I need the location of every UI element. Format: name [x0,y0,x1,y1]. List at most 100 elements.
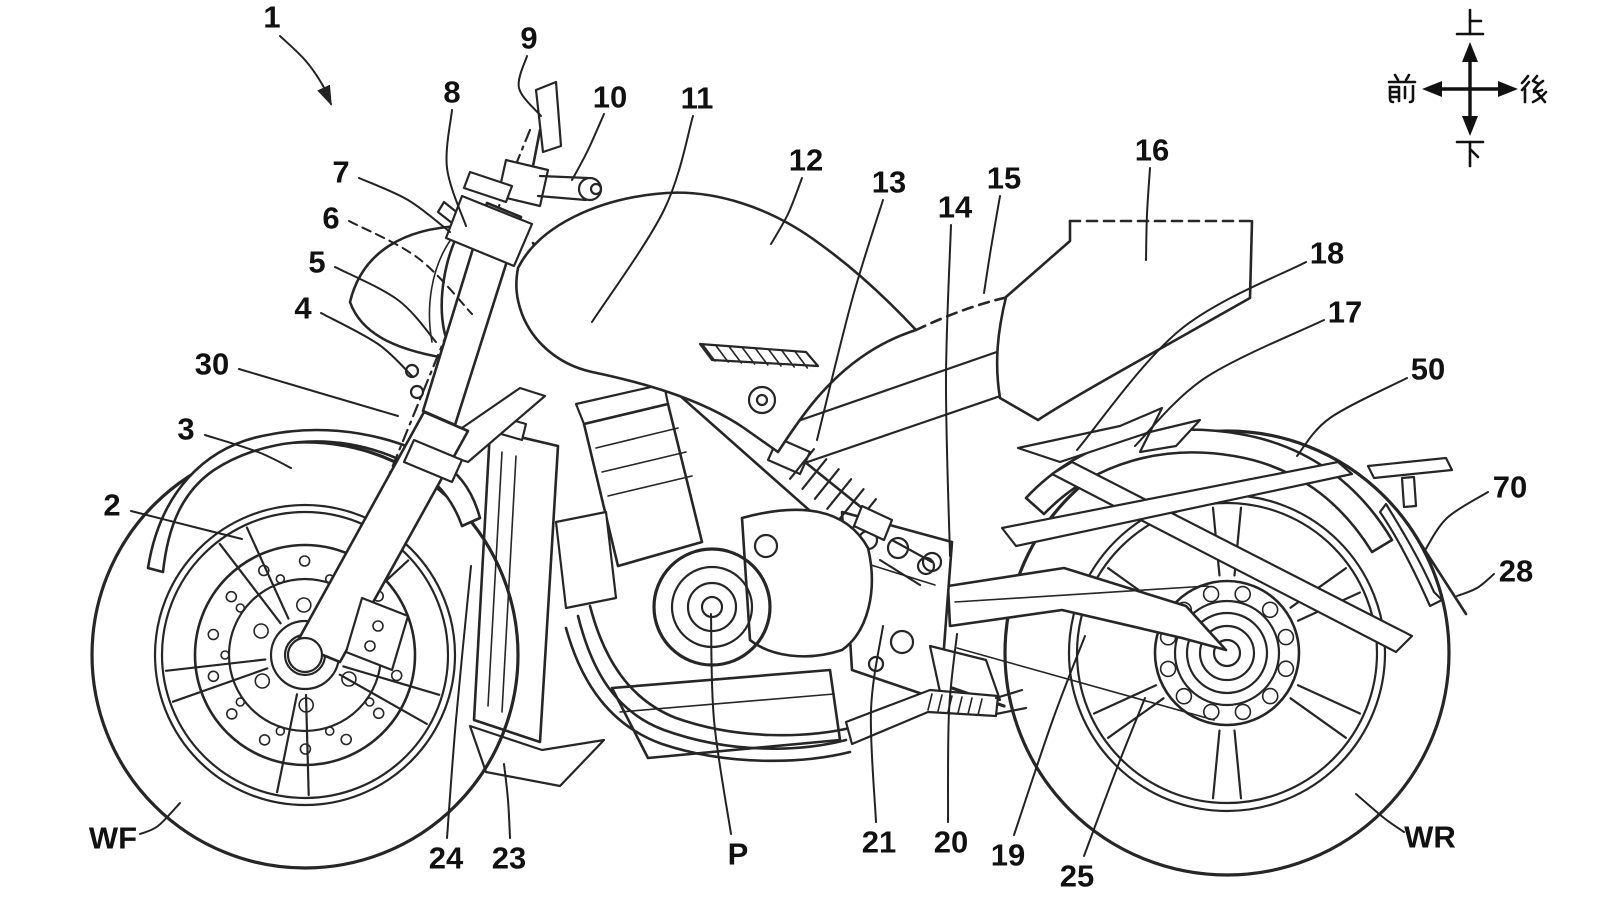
tail-cowl [995,219,1254,422]
leader-12 [770,177,803,245]
seat-line [914,295,1010,332]
top-clamp [462,170,514,204]
leader-14 [944,224,952,557]
part-label-50: 50 [1411,352,1445,387]
leader-11 [591,115,694,323]
seat-stay [1000,460,1354,548]
rear-fender-assembly [1000,428,1468,654]
fork-slider [294,410,470,664]
rear-sprocket-holes [1159,585,1295,721]
part-label-30: 30 [195,347,229,382]
leader-WR [1355,793,1405,833]
part-label-21: 21 [862,825,896,860]
part-label-3: 3 [177,412,194,447]
exhaust [564,604,1028,763]
leader-6 [348,220,473,315]
part-label-8: 8 [443,75,460,110]
mudflap-blade [1378,502,1444,608]
leader-24 [446,565,472,839]
part-label-WR: WR [1404,820,1456,855]
leader-30 [238,368,399,417]
part-label-4: 4 [294,291,312,326]
leader-18 [1076,261,1307,451]
tank-vent-hatch [702,344,809,369]
headlight-cowl [348,224,464,362]
signal-bracket [1366,456,1454,480]
headstock [444,194,534,268]
swingarm [946,566,1228,721]
leader-7 [358,177,451,233]
collector [844,688,1000,746]
leader-23 [503,763,511,839]
part-label-24: 24 [429,841,464,876]
leader-25 [1083,697,1146,857]
belly-cowl [468,724,606,788]
leader-2 [130,510,243,540]
part-label-11: 11 [681,81,714,116]
collector-hatch [927,693,983,716]
part-label-1: 1 [263,0,280,35]
leader-19 [1013,635,1086,836]
part-label-18: 18 [1310,236,1344,271]
leader-20 [947,633,958,823]
kanji-front-icon [1387,73,1417,104]
kanji-up-icon [1455,8,1485,36]
leader-15 [983,195,1001,294]
kanji-rear-icon [1520,74,1548,104]
part-label-28: 28 [1499,554,1533,589]
part-label-10: 10 [593,80,627,115]
part-label-6: 6 [322,201,339,236]
part-label-19: 19 [991,838,1025,873]
part-label-14: 14 [938,190,973,225]
part-label-23: 23 [492,841,526,876]
part-label-17: 17 [1328,295,1362,330]
fuel-tank [515,191,918,454]
leader-13 [816,199,884,441]
part-label-2: 2 [103,488,120,523]
flap-stay [1406,522,1468,616]
orientation-compass [1387,8,1548,168]
left-case [554,510,618,610]
leader-4 [320,312,413,377]
leader-1 [279,35,332,106]
leader-3 [204,434,292,469]
part-label-P: P [728,837,749,872]
leader-5 [334,266,437,343]
part-label-9: 9 [520,21,537,56]
chain-bottom [956,647,1215,721]
mirror [534,80,563,154]
leader-21 [869,625,884,823]
part-label-20: 20 [934,825,968,860]
leader-50 [1296,377,1408,457]
part-label-13: 13 [872,165,906,200]
handlebar-cluster [436,80,603,268]
leader-9 [517,55,542,117]
part-label-70: 70 [1493,470,1527,505]
brake-caliper [344,596,410,672]
chain-top [954,585,1209,603]
leader-17 [1134,319,1325,447]
leader-10 [571,113,605,181]
part-label-7: 7 [332,155,349,190]
leader-16 [1145,167,1151,261]
leader-28 [1456,573,1495,597]
part-label-25: 25 [1060,859,1094,894]
leader-8 [445,109,467,227]
leader-70 [1423,491,1489,553]
leader-P [710,613,732,835]
signal-stem [1400,475,1418,509]
part-label-15: 15 [987,161,1021,196]
kanji-down-icon [1455,140,1485,168]
crankcase [740,508,874,658]
part-label-WF: WF [89,821,137,856]
leader-WF [139,802,181,835]
side-cowl-point [1138,418,1202,454]
handlebar-grip [538,174,590,180]
bodywork [348,191,1254,464]
part-label-5: 5 [308,245,325,280]
part-label-16: 16 [1135,133,1169,168]
footpeg-hanger [928,644,1002,702]
